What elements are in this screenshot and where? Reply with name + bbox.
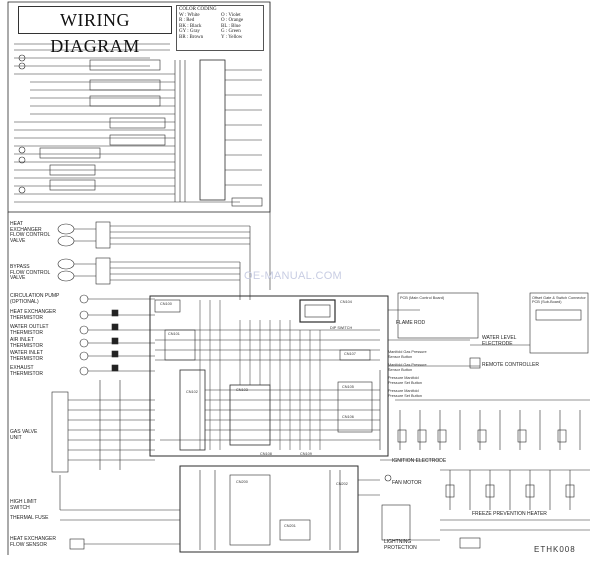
connector-label: CN100 — [160, 302, 172, 306]
color-code-entry: O : Violet — [221, 12, 241, 18]
color-code-entry: Y : Yellow — [221, 34, 243, 40]
label-circulation-pump: CIRCULATION PUMP (OPTIONAL) — [10, 293, 60, 305]
label-sub-pcb: Offset Gate & Switch Connector PCB (Sub-… — [532, 296, 586, 305]
connector-label: CN106 — [342, 415, 354, 419]
pressure-label: Sensor Button — [388, 355, 413, 359]
connector-label: CN200 — [236, 480, 248, 484]
pressure-label: Sensor Button — [388, 368, 413, 372]
gas-valve-wiring — [51, 380, 180, 550]
label-fan-motor: FAN MOTOR — [392, 480, 422, 486]
color-code-entry: W : White — [179, 12, 200, 18]
color-coding-title: COLOR CODING — [179, 7, 217, 12]
color-code-entry: BL : Blue — [221, 23, 241, 29]
pressure-label: Pressure Manifold — [388, 376, 419, 380]
label-gas-valve: GAS VALVE UNIT — [10, 429, 38, 441]
label-pcb: PCB (Main Control Board) — [400, 296, 445, 300]
label-freeze-heater: FREEZE PREVENTION HEATER — [472, 511, 547, 517]
connector-label: CN108 — [260, 452, 272, 456]
diagram-title: WIRING DIAGRAM — [18, 6, 172, 56]
thermistor-wiring — [79, 294, 155, 376]
label-flow-sensor: HEAT EXCHANGER FLOW SENSOR — [10, 536, 56, 548]
label-thermal-fuse: THERMAL FUSE — [10, 515, 49, 521]
color-code-entry: BK : Black — [179, 23, 202, 29]
document-code: ETHK008 — [534, 545, 576, 554]
label-heat-exchanger-valve: HEAT EXCHANGER FLOW CONTROL VALVE — [10, 221, 51, 244]
connector-label: CN104 — [340, 300, 352, 304]
pressure-label: Pressure Set Button — [388, 381, 422, 385]
connector-label: CN201 — [284, 524, 296, 528]
label-water-outlet-thermistor: WATER OUTLET THERMISTOR — [10, 324, 49, 336]
pressure-label: Manifold Gas Pressure — [388, 350, 427, 354]
connector-label: CN107 — [344, 352, 356, 356]
color-code-entry: R : Red — [179, 18, 195, 24]
pcb-internal-traces — [155, 300, 380, 450]
label-high-limit-switch: HIGH LIMIT SWITCH — [10, 499, 37, 511]
label-remote-controller: REMOTE CONTROLLER — [482, 362, 539, 368]
label-flame-rod: FLAME ROD — [396, 320, 426, 326]
color-code-entry: BR : Brown — [179, 34, 204, 40]
valve-wiring — [57, 221, 251, 300]
label-bypass-valve: BYPASS FLOW CONTROL VALVE — [10, 264, 51, 281]
color-code-entry: GY : Gray — [179, 29, 200, 35]
connector-label: CN105 — [342, 385, 354, 389]
upper-wire-bundle — [14, 43, 263, 207]
main-pcb-outline — [149, 295, 389, 457]
label-water-level-electrode: WATER LEVEL ELECTRODE — [482, 335, 517, 347]
connector-label: CN102 — [186, 390, 198, 394]
color-coding-legend: COLOR CODING W : White O : Violet R : Re… — [176, 5, 264, 51]
label-heat-exchanger-thermistor: HEAT EXCHANGER THERMISTOR — [10, 309, 56, 321]
connector-label: CN202 — [336, 482, 348, 486]
connector-label: CN101 — [168, 332, 180, 336]
label-ignition-electrode: IGNITION ELECTRODE — [392, 458, 447, 464]
label-water-inlet-thermistor: WATER INLET THERMISTOR — [10, 350, 44, 362]
connector-label: CN109 — [300, 452, 312, 456]
label-lightning-protection: LIGHTNING PROTECTION — [384, 539, 417, 551]
watermark: OE-MANUAL.COM — [244, 270, 343, 282]
color-code-entry: O : Orange — [221, 18, 244, 24]
color-code-entry: G : Green — [221, 29, 241, 35]
lower-pcb-outline — [179, 465, 359, 553]
pressure-label: Pressure Set Button — [388, 394, 422, 398]
pressure-label: Pressure Manifold — [388, 389, 419, 393]
label-exhaust-thermistor: EXHAUST THERMISTOR — [10, 365, 43, 377]
connector-label: CN103 — [236, 388, 248, 392]
pressure-label: Manifold Gas Pressure — [388, 363, 427, 367]
label-dip-switch: DIP SWITCH — [330, 326, 353, 330]
right-side-wiring — [379, 292, 590, 549]
label-air-inlet-thermistor: AIR INLET THERMISTOR — [10, 337, 43, 349]
